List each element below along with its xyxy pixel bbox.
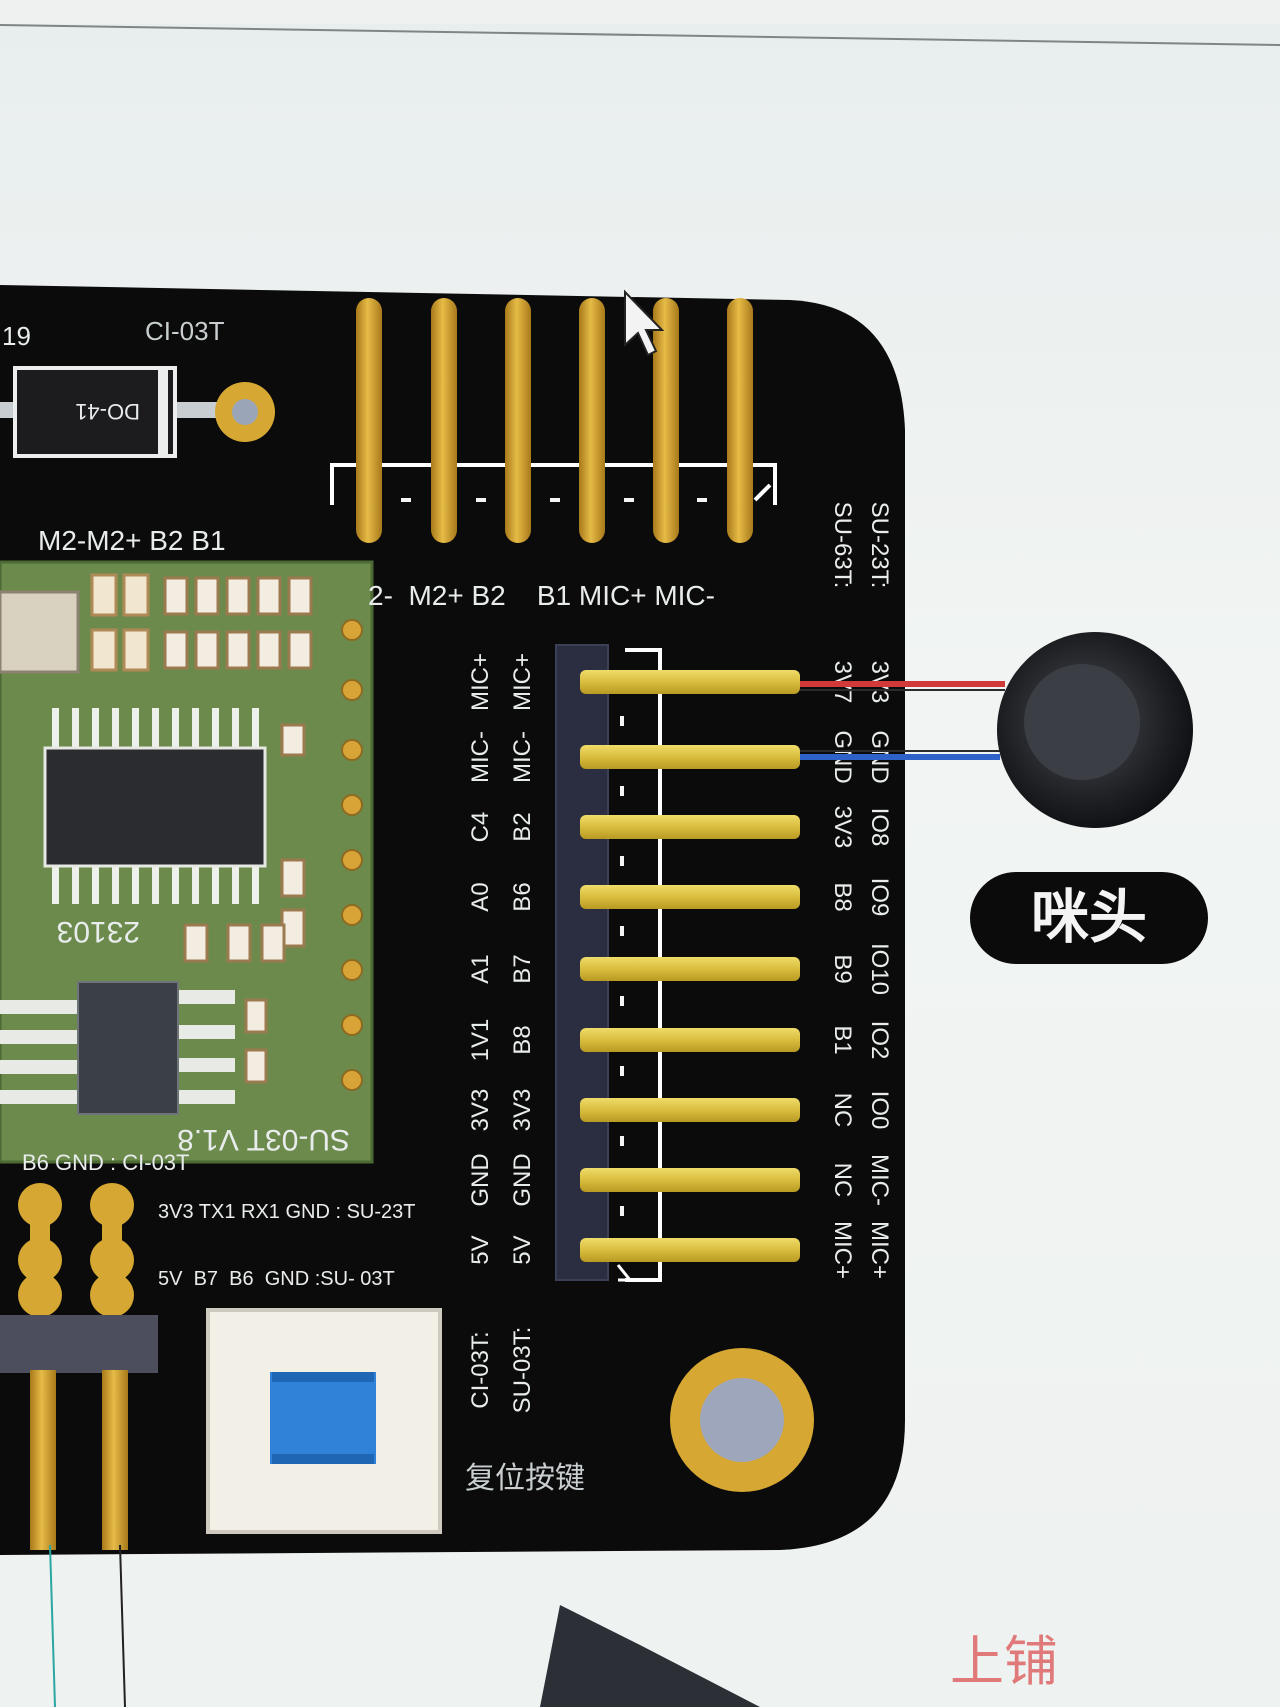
top-pin-header xyxy=(330,298,777,543)
regulator-chip xyxy=(0,981,235,1115)
uart-row-1: 3V3 TX1 RX1 GND : SU-23T xyxy=(158,1201,416,1223)
left-pin-label: GND xyxy=(467,1153,494,1206)
right-column-prefix: SU-63T: xyxy=(829,502,856,589)
smd-components xyxy=(0,573,313,674)
right-pin-label: IO0 xyxy=(866,1091,893,1130)
uart-pads xyxy=(18,1183,134,1317)
module-name: SU-03T V1.8 xyxy=(177,1123,350,1156)
left-pin-label: MIC+ xyxy=(467,653,494,711)
right-column-prefix: SU-23T: xyxy=(866,502,893,589)
bottom-right-text: 上铺 xyxy=(950,1630,1058,1693)
left-pin-label: 5V xyxy=(467,1235,494,1264)
mouse-cursor-icon xyxy=(624,289,665,357)
left-pin-label: A1 xyxy=(467,954,494,983)
small-components xyxy=(183,723,306,1084)
main-ic-chip xyxy=(43,708,267,904)
left-pin-label: 3V3 xyxy=(467,1089,494,1132)
screen-edge-line xyxy=(0,24,1280,46)
left-pin-label: C4 xyxy=(467,812,494,843)
right-pin-label: IO9 xyxy=(866,878,893,917)
left-pin-label: MIC- xyxy=(509,731,536,783)
left-pin-label: B8 xyxy=(509,1025,536,1054)
left-pin-label: GND xyxy=(509,1153,536,1206)
left-pin-label: MIC- xyxy=(467,731,494,783)
microphone-wires xyxy=(800,681,1005,760)
right-pin-label: MIC- xyxy=(866,1154,893,1206)
left-pin-label: MIC+ xyxy=(509,653,536,711)
diode-package-label: DO-41 xyxy=(75,399,140,424)
right-pin-label: IO8 xyxy=(866,808,893,847)
left-pin-label: 1V1 xyxy=(467,1019,494,1062)
right-pin-label: 3V3 xyxy=(829,806,856,849)
microphone-icon xyxy=(997,632,1193,828)
left-pin-label: B7 xyxy=(509,954,536,983)
mounting-hole xyxy=(670,1348,814,1492)
bottom-object xyxy=(540,1605,760,1707)
right-pin-label: B1 xyxy=(829,1025,856,1054)
right-pin-label: B9 xyxy=(829,954,856,983)
right-pin-label: NC xyxy=(829,1163,856,1198)
right-pin-label-columns: SU-23T:MIC+MIC-IO0IO2IO10IO9IO8GND3V3SU-… xyxy=(829,502,893,1279)
right-pin-label: B8 xyxy=(829,882,856,911)
bottom-header-label: 2- M2+ B2 B1 MIC+ MIC- xyxy=(368,580,715,611)
left-header-label: M2-M2+ B2 B1 xyxy=(38,525,226,556)
right-pin-label: IO2 xyxy=(866,1021,893,1060)
microphone-label: 咪头 xyxy=(1031,883,1147,951)
top-left-fragment: 19 xyxy=(2,321,31,351)
left-column-prefix: SU-03T: xyxy=(509,1327,536,1414)
side-pin-header xyxy=(555,644,800,1282)
left-pin-label: B6 xyxy=(509,882,536,911)
module-castellated-pads xyxy=(341,619,363,1091)
right-pin-label: MIC+ xyxy=(866,1221,893,1279)
tactile-switch-icon[interactable] xyxy=(206,1308,442,1534)
left-pin-label: A0 xyxy=(467,882,494,911)
top-module-label: CI-03T xyxy=(145,316,225,346)
module-code: 23103 xyxy=(57,915,140,948)
bottom-left-header xyxy=(0,1315,158,1707)
module-bottom-note: B6 GND : CI-03T xyxy=(22,1150,189,1175)
left-pin-label: 3V3 xyxy=(509,1089,536,1132)
microphone-label-badge xyxy=(970,872,1208,964)
left-pin-label-columns: CI-03T: 5V GND 3V3 1V1 A1 A0 C4 MIC- MIC+ SU-03T: 5… xyxy=(467,653,536,1413)
left-column-prefix: CI-03T: xyxy=(467,1331,494,1408)
right-pin-label: NC xyxy=(829,1093,856,1128)
diode-do41: DO-41 xyxy=(0,366,275,458)
reset-button-label: 复位按键 xyxy=(465,1462,585,1495)
left-pin-label: 5V xyxy=(509,1235,536,1264)
right-pin-label: IO10 xyxy=(866,943,893,995)
left-pin-label: B2 xyxy=(509,812,536,841)
uart-row-2: 5V B7 B6 GND :SU- 03T xyxy=(158,1268,395,1290)
right-pin-label: MIC+ xyxy=(829,1221,856,1279)
